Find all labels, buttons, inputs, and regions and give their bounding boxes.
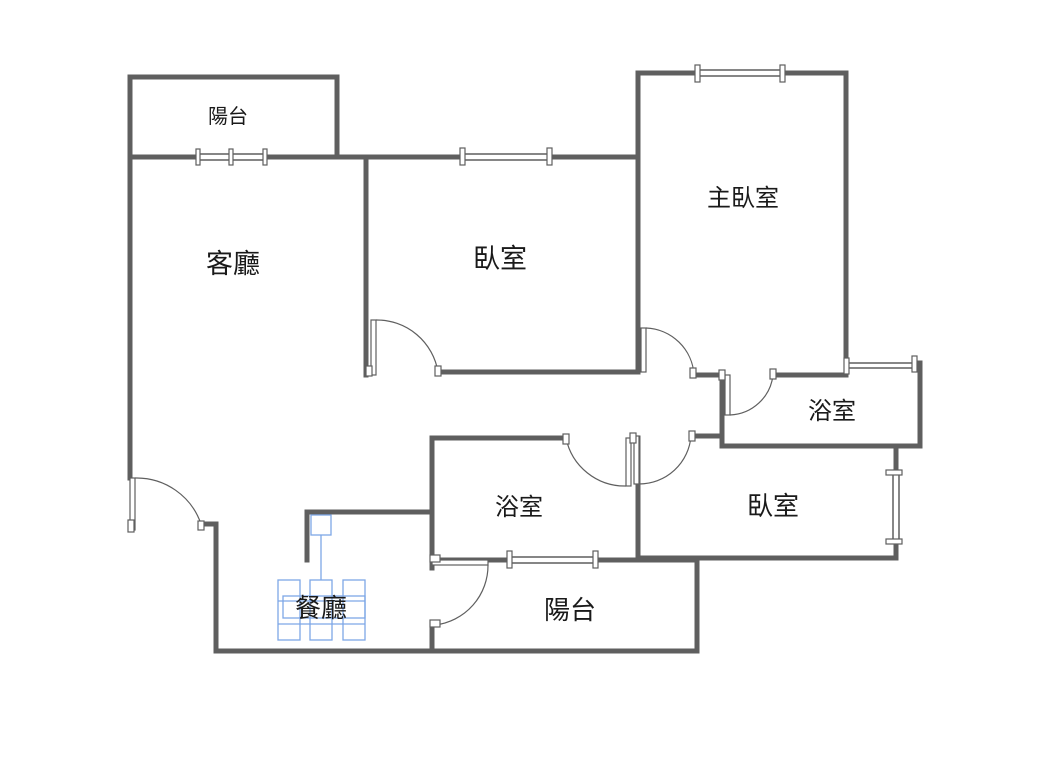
wall-right-bedroom bbox=[635, 443, 899, 561]
label-dining-room: 餐廳 bbox=[295, 594, 347, 624]
label-living-room: 客廳 bbox=[206, 249, 260, 280]
window-master-bath bbox=[843, 355, 918, 375]
window-right-bedroom bbox=[885, 469, 903, 545]
windows bbox=[195, 64, 918, 569]
window-balcony-bottom bbox=[506, 550, 599, 569]
dining-chair bbox=[342, 579, 366, 641]
label-balcony-bottom: 陽台 bbox=[544, 596, 596, 626]
label-bedroom-right: 臥室 bbox=[747, 492, 799, 522]
door-bedroom bbox=[365, 319, 442, 377]
window-balcony-top bbox=[195, 148, 268, 166]
doors bbox=[127, 319, 777, 628]
label-master-bedroom: 主臥室 bbox=[707, 184, 779, 212]
door-balcony-bottom bbox=[429, 554, 489, 628]
label-bathroom-master: 浴室 bbox=[808, 397, 856, 425]
window-bedroom-top bbox=[459, 147, 553, 166]
label-bedroom-middle: 臥室 bbox=[473, 244, 527, 275]
door-entrance bbox=[127, 477, 205, 533]
dining-furniture bbox=[277, 514, 366, 641]
door-master-bedroom bbox=[640, 327, 697, 379]
dining-chair bbox=[277, 579, 301, 641]
window-master-top bbox=[694, 64, 786, 83]
side-table bbox=[310, 514, 332, 536]
wall-balcony-top bbox=[127, 74, 340, 160]
door-right-bedroom bbox=[629, 430, 696, 485]
wall-balcony-bottom bbox=[200, 521, 700, 654]
dining-chair bbox=[309, 579, 333, 641]
door-master-bath bbox=[718, 368, 777, 416]
wall-center-bath bbox=[429, 435, 569, 561]
wall-master-bath bbox=[719, 360, 923, 449]
wall-master-outline bbox=[635, 70, 849, 375]
label-bathroom-center: 浴室 bbox=[495, 493, 543, 521]
door-center-bath bbox=[562, 433, 632, 487]
label-balcony-top: 陽台 bbox=[208, 104, 248, 128]
wall-dining-partition bbox=[304, 509, 435, 563]
room-labels: 陽台 客廳 臥室 主臥室 浴室 浴室 臥室 餐廳 陽台 bbox=[206, 104, 856, 626]
